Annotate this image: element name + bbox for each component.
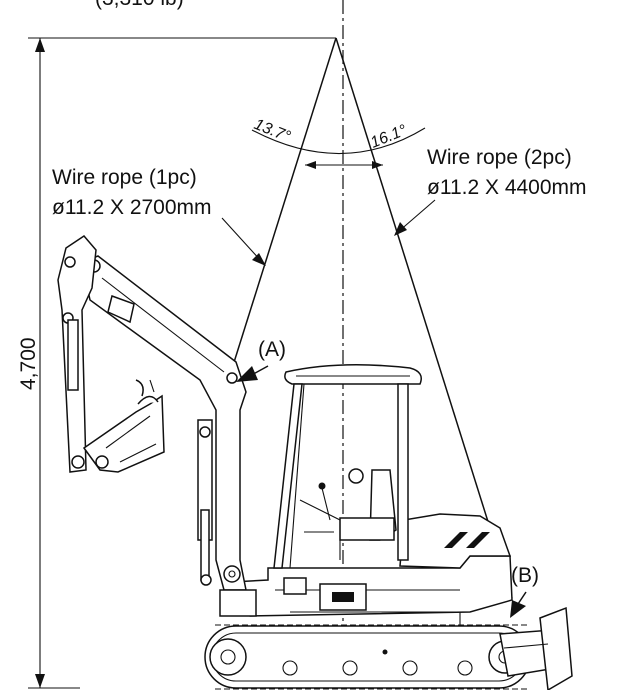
- crawler-track: [204, 624, 531, 690]
- rope-right-line1: Wire rope (2pc): [427, 146, 572, 169]
- boom: [81, 255, 247, 591]
- point-a-label: (A): [258, 338, 286, 361]
- point-b-label: (B): [511, 564, 539, 587]
- rope-right-line2: ø11.2 X 4400mm: [427, 176, 587, 199]
- angle-right-label: 16.1°: [368, 122, 410, 152]
- point-a-arrow: [236, 365, 269, 382]
- point-b-arrow: [510, 591, 527, 618]
- height-dimension: [28, 37, 336, 689]
- wire-rope-right: [335, 37, 513, 599]
- rope-left-line2: ø11.2 X 2700mm: [52, 196, 212, 219]
- rope-left-line1: Wire rope (1pc): [52, 166, 197, 189]
- wire-rope-left: [229, 37, 337, 376]
- leader-arrow-right: [394, 199, 436, 236]
- bucket: [82, 379, 165, 473]
- operator-seat: [299, 468, 397, 560]
- arm: [57, 235, 97, 473]
- height-dimension-label: 4,700: [17, 337, 40, 390]
- leader-arrow-left: [221, 217, 266, 266]
- top-caption: (3,310 lb): [95, 0, 184, 10]
- canopy: [273, 364, 422, 569]
- angle-arc: [251, 127, 426, 169]
- boom-swing-bracket: [219, 589, 257, 617]
- dozer-blade: [499, 606, 573, 690]
- excavator-illustration: [57, 235, 573, 690]
- boom-cylinder: [197, 419, 213, 586]
- angle-left-label: 13.7°: [252, 116, 294, 146]
